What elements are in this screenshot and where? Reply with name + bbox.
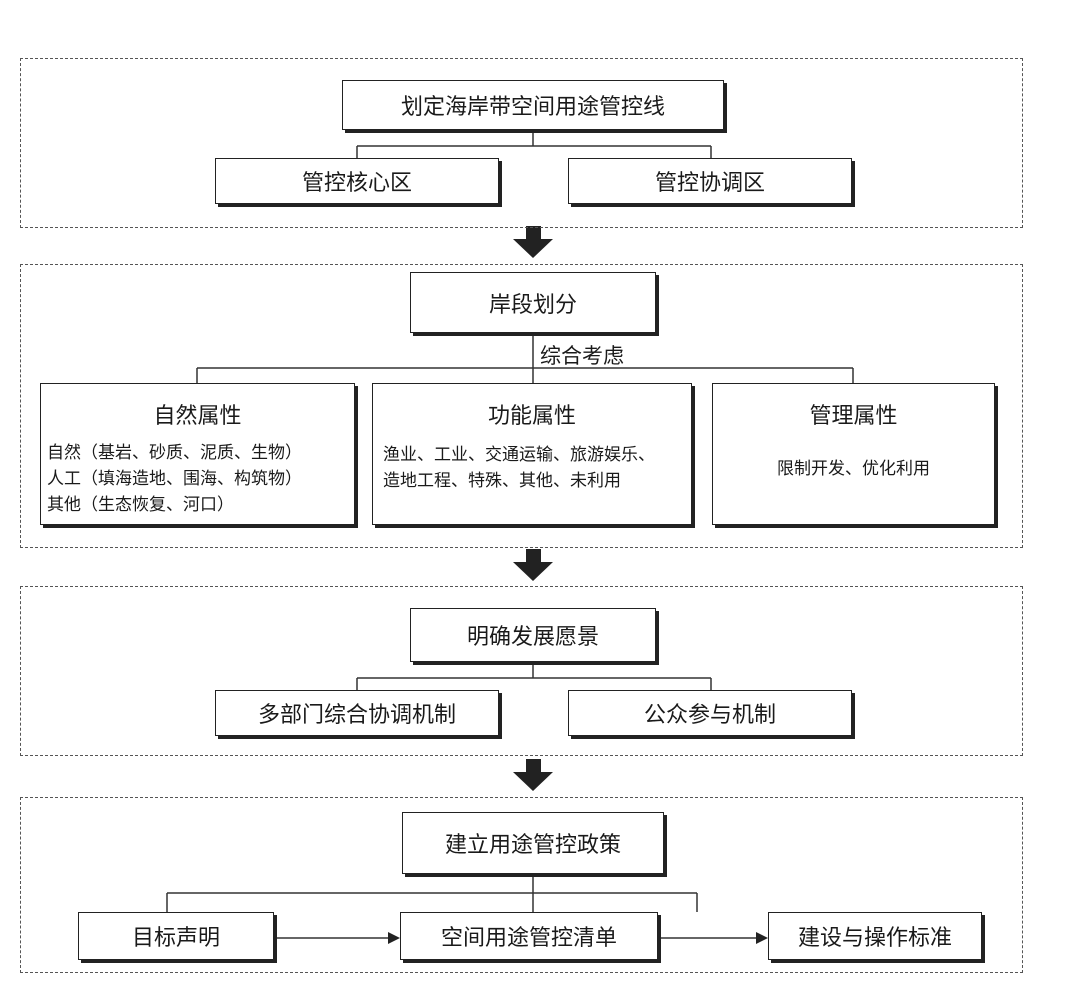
management-attribute-list: 限制开发、优化利用 <box>713 456 994 482</box>
natural-attribute-box: 自然属性 自然（基岩、砂质、泥质、生物） 人工（填海造地、围海、构筑物） 其他（… <box>40 383 355 525</box>
control-coordination-zone-box: 管控协调区 <box>568 158 852 204</box>
stage-2-title-box: 岸段划分 <box>410 272 656 333</box>
space-use-control-list-box: 空间用途管控清单 <box>400 912 658 960</box>
goal-statement-box: 目标声明 <box>78 912 274 960</box>
stage-1-section <box>20 58 1023 228</box>
stage-1-title-box: 划定海岸带空间用途管控线 <box>342 80 724 130</box>
functional-attribute-line: 渔业、工业、交通运输、旅游娱乐、 <box>383 445 655 465</box>
functional-attribute-line: 造地工程、特殊、其他、未利用 <box>383 471 621 491</box>
management-attribute-box: 管理属性 限制开发、优化利用 <box>712 383 995 525</box>
construction-operation-standards-box: 建设与操作标准 <box>768 912 982 960</box>
natural-attribute-line: 其他（生态恢复、河口） <box>47 495 234 515</box>
functional-attribute-list: 渔业、工业、交通运输、旅游娱乐、 造地工程、特殊、其他、未利用 <box>383 442 655 494</box>
functional-attribute-title: 功能属性 <box>487 404 576 429</box>
functional-attribute-box: 功能属性 渔业、工业、交通运输、旅游娱乐、 造地工程、特殊、其他、未利用 <box>372 383 692 525</box>
connector-label: 综合考虑 <box>540 344 624 368</box>
multi-department-coordination-box: 多部门综合协调机制 <box>215 690 499 736</box>
stage-3-section <box>20 586 1023 756</box>
natural-attribute-line: 人工（填海造地、围海、构筑物） <box>47 469 302 489</box>
public-participation-box: 公众参与机制 <box>568 690 852 736</box>
stage-3-title-box: 明确发展愿景 <box>410 608 656 662</box>
natural-attribute-title: 自然属性 <box>153 404 242 429</box>
control-core-zone-box: 管控核心区 <box>215 158 499 204</box>
natural-attribute-line: 自然（基岩、砂质、泥质、生物） <box>47 443 302 463</box>
management-attribute-line: 限制开发、优化利用 <box>777 459 930 479</box>
stage-4-title-box: 建立用途管控政策 <box>402 812 664 874</box>
natural-attribute-list: 自然（基岩、砂质、泥质、生物） 人工（填海造地、围海、构筑物） 其他（生态恢复、… <box>47 440 302 518</box>
management-attribute-title: 管理属性 <box>809 404 898 429</box>
stage-2-section <box>20 264 1023 548</box>
stage-4-section <box>20 797 1023 973</box>
